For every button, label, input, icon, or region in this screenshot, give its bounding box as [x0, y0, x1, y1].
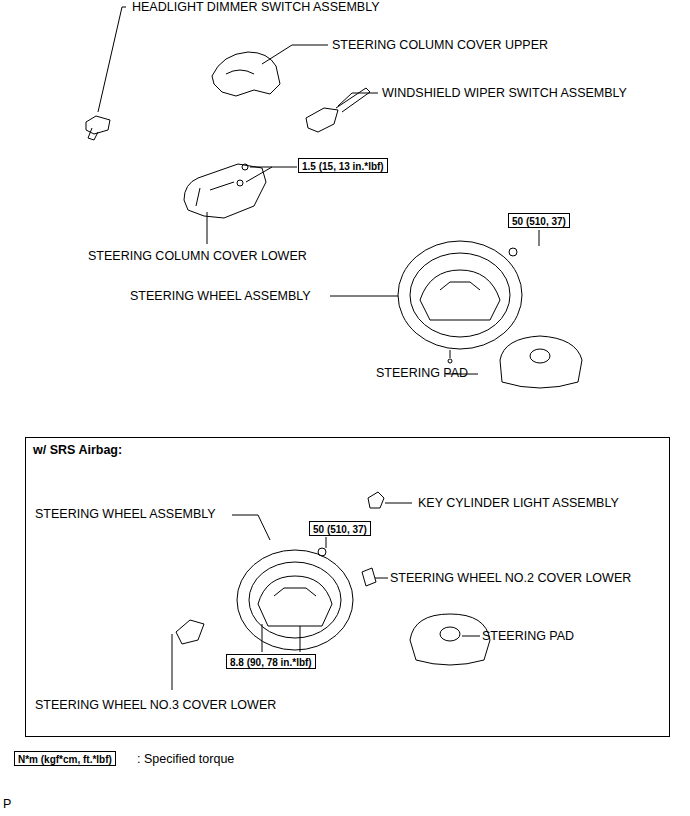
torque-box: 1.5 (15, 13 in.*lbf)	[298, 158, 388, 173]
torque-value: N*m (kgf*cm, ft.*lbf)	[18, 754, 112, 765]
part-name: STEERING WHEEL NO.3 COVER LOWER	[35, 698, 276, 712]
torque-value: 8.8 (90, 78 in.*lbf)	[230, 657, 312, 668]
part-name: STEERING WHEEL ASSEMBLY	[130, 289, 311, 303]
part-name: STEERING PAD	[376, 366, 468, 380]
torque-value: 1.5 (15, 13 in.*lbf)	[302, 161, 384, 172]
part-name: HEADLIGHT DIMMER SWITCH ASSEMBLY	[132, 0, 380, 14]
torque-box: 8.8 (90, 78 in.*lbf)	[226, 654, 316, 669]
torque-box: N*m (kgf*cm, ft.*lbf)	[14, 751, 116, 766]
option-region: w/ SRS Airbag: 50 (510, 37) 8.8 (90, 78 in…	[25, 437, 670, 737]
torque-value: 50 (510, 37)	[313, 524, 367, 535]
part-name: STEERING WHEEL NO.2 COVER LOWER	[390, 571, 631, 585]
legend-text: : Specified torque	[137, 752, 234, 766]
part-name: STEERING COLUMN COVER LOWER	[88, 249, 307, 263]
part-name: WINDSHIELD WIPER SWITCH ASSEMBLY	[382, 86, 627, 100]
part-name: STEERING WHEEL ASSEMBLY	[35, 507, 216, 521]
figure-code: P	[3, 797, 11, 811]
torque-box: 50 (510, 37)	[309, 521, 371, 536]
region-heading: w/ SRS Airbag:	[33, 443, 122, 457]
part-name: STEERING PAD	[482, 629, 574, 643]
part-name: STEERING COLUMN COVER UPPER	[332, 38, 548, 52]
torque-box: 50 (510, 37)	[508, 213, 570, 228]
part-name: KEY CYLINDER LIGHT ASSEMBLY	[418, 496, 619, 510]
torque-value: 50 (510, 37)	[512, 216, 566, 227]
